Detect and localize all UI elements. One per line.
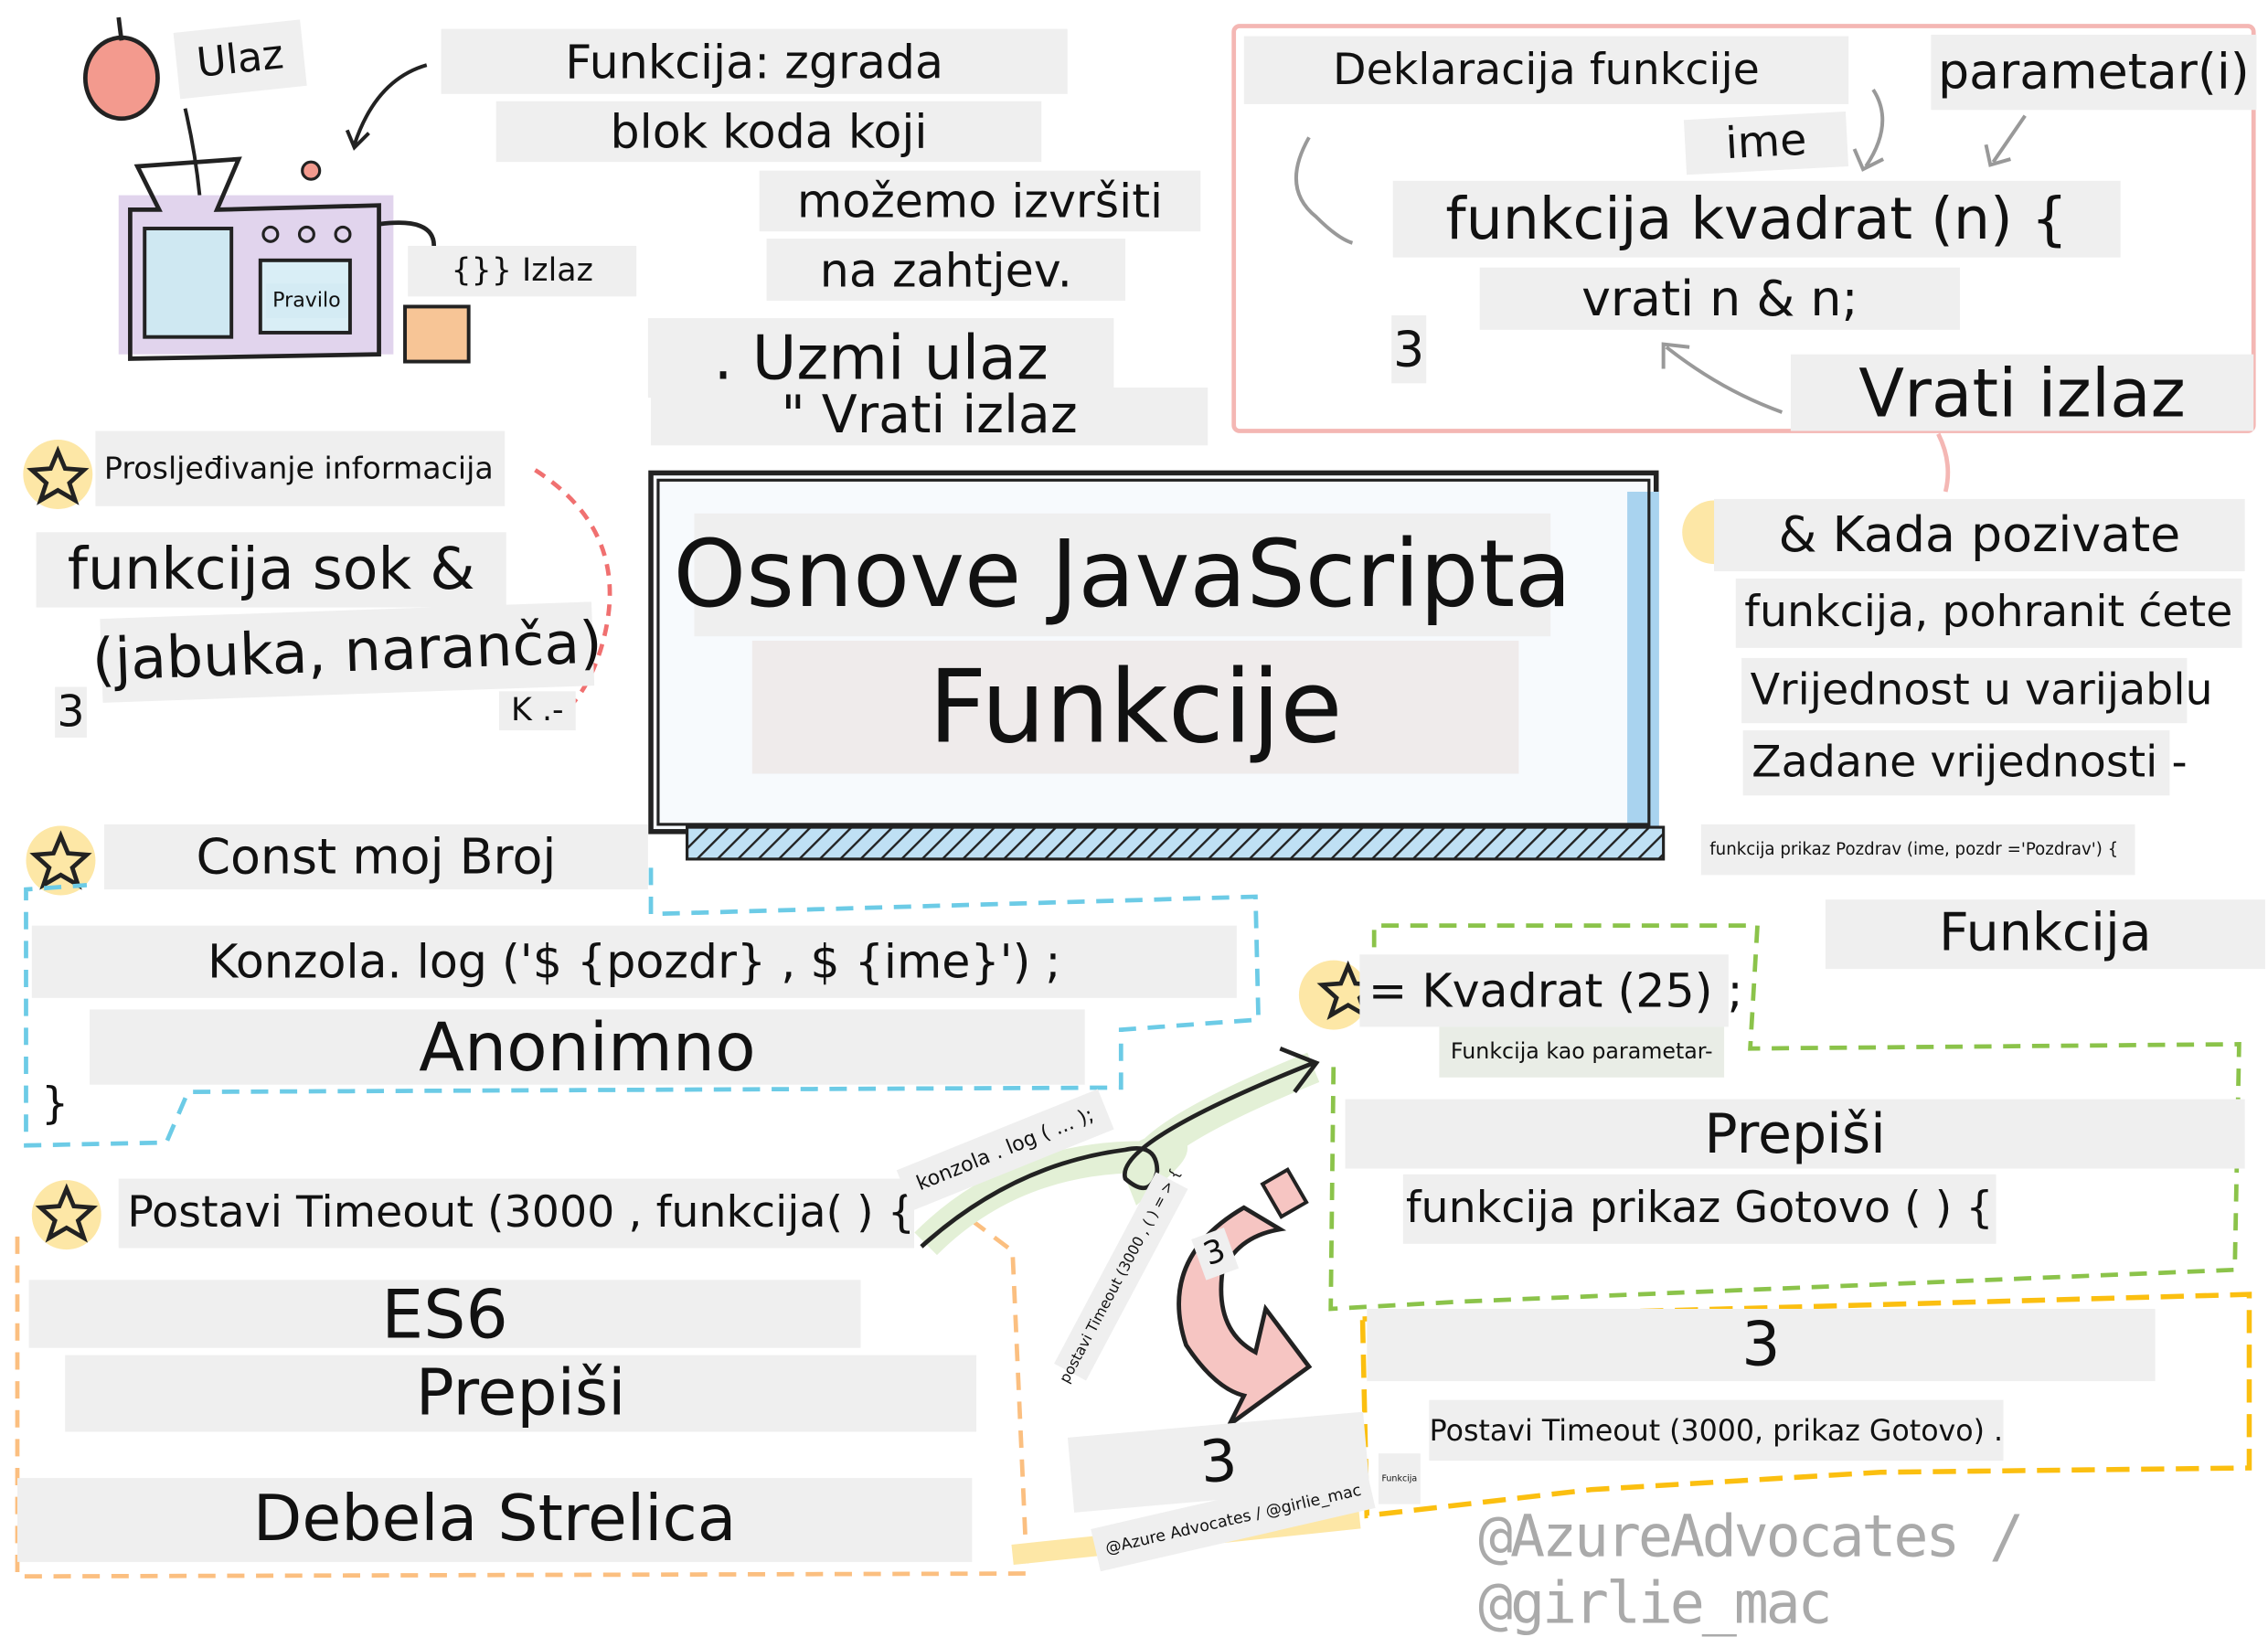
apple-icon — [82, 16, 160, 122]
output-label: {}} Izlaz — [408, 245, 637, 297]
es6-label: ES6 — [28, 1280, 861, 1348]
params-label: parametar(i) — [1931, 34, 2257, 111]
function-label: Funkcija — [1825, 899, 2265, 970]
star-icon — [35, 1183, 98, 1243]
default-values-text: Zadane vrijednosti - — [1742, 730, 2188, 796]
curved-arrow-icon — [1177, 1166, 1313, 1427]
function-as-param-label: Funkcija kao parametar- — [1439, 1026, 1725, 1078]
credit-text: @AzureAdvocates / @girlie_mac — [1478, 1504, 2024, 1637]
closing-brace: } — [41, 1079, 69, 1130]
definition-line-2: blok koda koji — [495, 101, 1042, 163]
definition-line-1: Funkcija: zgrada — [441, 28, 1068, 94]
arrow-icon — [345, 63, 428, 151]
star-icon — [27, 445, 90, 505]
calling-line-1: & Kada pozivate — [1714, 498, 2245, 572]
input-label: Ulaz — [173, 19, 307, 100]
tiny-function-label: Funkcija — [1378, 1453, 1421, 1504]
passing-info-heading: Prosljeđivanje informacija — [95, 431, 506, 506]
done-function-code: funkcija prikaz Gotovo ( ) { — [1402, 1174, 1996, 1244]
closing-brace: 3 — [1391, 314, 1427, 384]
rewrite-label: Prepiši — [1345, 1099, 2245, 1169]
green-dashed-frame — [1328, 923, 2241, 1312]
juice-function-code: funkcija sok & — [36, 532, 506, 608]
page-subtitle: Funkcije — [751, 640, 1519, 774]
sketchnote-canvas: Ulaz Funkcija: zgrada blok koda koji mož… — [15, 16, 2265, 1637]
square-call-code: = Kvadrat (25) ; — [1359, 954, 1743, 1027]
return-output-text: " Vrati izlaz — [651, 388, 1209, 446]
closing-brace: 3 — [1367, 1308, 2156, 1382]
star-icon — [29, 830, 92, 890]
yellow-dashed-frame — [1359, 1292, 2252, 1519]
return-output-label: Vrati izlaz — [1790, 354, 2254, 431]
fat-arrow-label: Debela Strelica — [16, 1478, 973, 1562]
hatched-strip — [686, 825, 1666, 861]
arrow-icon — [183, 108, 202, 196]
arrow-icon — [920, 1046, 1320, 1249]
set-timeout-heading: Postavi Timeout (3000 , funkcija( ) { — [118, 1178, 915, 1249]
calling-line-3: Vrijednost u varijablu — [1741, 657, 2213, 724]
greeting-function-code: funkcija prikaz Pozdrav (ime, pozdr ='Po… — [1700, 824, 2135, 876]
blue-dashed-frame — [24, 867, 1262, 1148]
function-machine-icon — [118, 156, 471, 364]
rewrite-label: Prepiši — [65, 1355, 977, 1432]
closing-brace: 3 — [55, 686, 87, 738]
anonymous-label: Anonimno — [90, 1009, 1085, 1085]
take-input-text: . Uzmi ulaz — [647, 318, 1114, 399]
square-function-code: funkcija kvadrat (n) { — [1392, 180, 2121, 258]
note-text: K .- — [498, 691, 576, 731]
juice-params-code: (jabuka, naranča) — [91, 601, 603, 703]
calling-line-2: funkcija, pohranit ćete — [1735, 578, 2242, 648]
page-title: Osnove JavaScripta — [674, 513, 1571, 637]
definition-line-4: na zahtjev. — [766, 239, 1126, 302]
declaration-heading: Deklaracija funkcije — [1243, 36, 1849, 104]
machine-rule-label: Pravilo — [266, 283, 347, 319]
const-heading: Const moj Broj — [103, 824, 648, 890]
name-label: ime — [1683, 111, 1849, 175]
set-timeout-code: Postavi Timeout (3000, prikaz Gotovo) . — [1429, 1399, 2004, 1462]
definition-line-3: možemo izvršiti — [759, 170, 1201, 232]
console-log-code: Konzola. log ('$ {pozdr} , $ {ime}') ; — [31, 925, 1237, 998]
return-statement-code: vrati n & n; — [1479, 267, 1961, 330]
